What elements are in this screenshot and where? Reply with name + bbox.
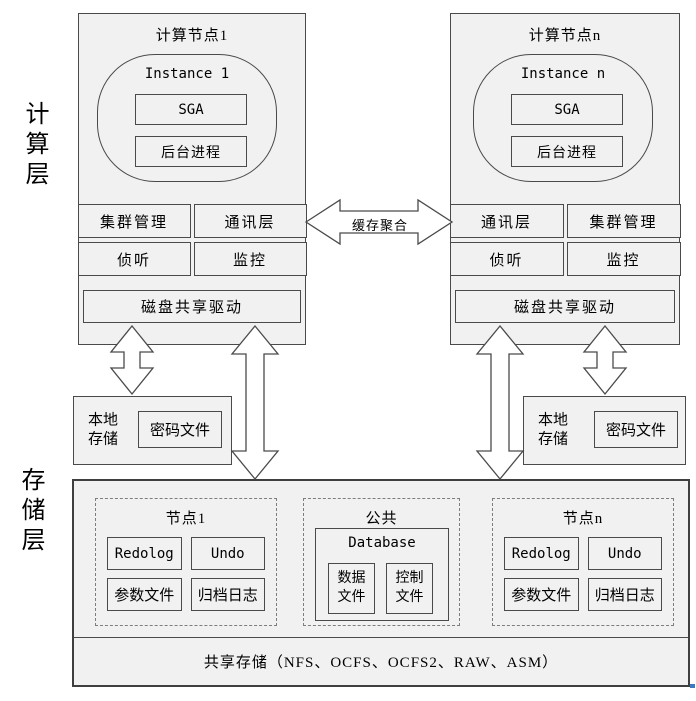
undo-box-n: Undo bbox=[587, 537, 662, 570]
storage-group-node1: 节点1 Redolog Undo 参数文件 归档日志 bbox=[95, 498, 277, 626]
listener-box-n: 侦听 bbox=[449, 242, 564, 276]
cluster-management-box-n: 集群管理 bbox=[566, 204, 681, 238]
compute-node-n-title: 计算节点n bbox=[528, 28, 602, 44]
cluster-management-box-1: 集群管理 bbox=[77, 204, 191, 238]
storage-group-node1-title: 节点1 bbox=[165, 511, 207, 527]
compute-node-n: 计算节点n Instance n SGA 后台进程 通讯层 集群管理 侦听 监控… bbox=[449, 13, 681, 345]
instance-1-label: Instance 1 bbox=[144, 66, 230, 82]
storage-group-node1-grid: Redolog Undo 参数文件 归档日志 bbox=[107, 537, 265, 611]
archive-log-box-1: 归档日志 bbox=[190, 578, 265, 611]
storage-group-common: 公共 Database 数据文件 控制文件 bbox=[303, 498, 460, 626]
password-file-box-1: 密码文件 bbox=[138, 411, 222, 448]
disk-share-driver-box-1: 磁盘共享驱动 bbox=[83, 290, 301, 323]
instance-n-ellipse: Instance n SGA 后台进程 bbox=[473, 54, 653, 182]
local-storage-n: 本地存储 密码文件 bbox=[523, 396, 686, 465]
database-items: 数据文件 控制文件 bbox=[328, 563, 433, 614]
redolog-box-n: Redolog bbox=[504, 537, 579, 570]
data-file-box: 数据文件 bbox=[328, 563, 375, 614]
listener-box-1: 侦听 bbox=[77, 242, 191, 276]
cache-fusion-label: 缓存聚合 bbox=[351, 218, 408, 233]
redolog-box-1: Redolog bbox=[107, 537, 182, 570]
background-process-box-1: 后台进程 bbox=[135, 136, 247, 167]
node-n-service-row-2: 侦听 监控 bbox=[449, 242, 681, 276]
parameter-file-box-n: 参数文件 bbox=[504, 578, 579, 611]
shared-storage-bar: 共享存储（NFS、OCFS、OCFS2、RAW、ASM） bbox=[74, 637, 688, 685]
node-1-service-row-2: 侦听 监控 bbox=[77, 242, 307, 276]
monitor-box-1: 监控 bbox=[193, 242, 307, 276]
noden-storage-layer-double-arrow-icon bbox=[475, 324, 525, 481]
storage-group-common-title: 公共 bbox=[365, 511, 398, 527]
local-storage-1-label: 本地存储 bbox=[88, 412, 119, 448]
sga-box-n: SGA bbox=[511, 94, 623, 125]
cursor-artifact-dot bbox=[690, 684, 695, 688]
instance-1-ellipse: Instance 1 SGA 后台进程 bbox=[97, 54, 277, 182]
storage-group-noden: 节点n Redolog Undo 参数文件 归档日志 bbox=[492, 498, 674, 626]
storage-layer-label: 存储层 bbox=[17, 467, 43, 557]
monitor-box-n: 监控 bbox=[566, 242, 681, 276]
storage-group-noden-title: 节点n bbox=[562, 511, 604, 527]
communication-layer-box-n: 通讯层 bbox=[449, 204, 564, 238]
instance-n-label: Instance n bbox=[520, 66, 606, 82]
local-storage-n-label: 本地存储 bbox=[538, 412, 569, 448]
disk-share-driver-box-n: 磁盘共享驱动 bbox=[455, 290, 675, 323]
archive-log-box-n: 归档日志 bbox=[587, 578, 662, 611]
compute-node-1: 计算节点1 Instance 1 SGA 后台进程 集群管理 通讯层 侦听 监控… bbox=[77, 13, 307, 345]
parameter-file-box-1: 参数文件 bbox=[107, 578, 182, 611]
undo-box-1: Undo bbox=[190, 537, 265, 570]
database-title: Database bbox=[348, 535, 416, 551]
storage-group-noden-grid: Redolog Undo 参数文件 归档日志 bbox=[504, 537, 662, 611]
database-box: Database 数据文件 控制文件 bbox=[315, 528, 449, 621]
local-storage-1: 本地存储 密码文件 bbox=[73, 396, 232, 465]
storage-layer-box: 节点1 Redolog Undo 参数文件 归档日志 公共 Database 数… bbox=[72, 479, 690, 687]
node-1-service-row-1: 集群管理 通讯层 bbox=[77, 204, 307, 238]
node1-storage-layer-double-arrow-icon bbox=[230, 324, 280, 481]
password-file-box-n: 密码文件 bbox=[594, 411, 678, 448]
communication-layer-box-1: 通讯层 bbox=[193, 204, 307, 238]
background-process-box-n: 后台进程 bbox=[511, 136, 623, 167]
control-file-box: 控制文件 bbox=[386, 563, 433, 614]
compute-node-1-title: 计算节点1 bbox=[155, 28, 229, 44]
sga-box-1: SGA bbox=[135, 94, 247, 125]
compute-layer-label: 计算层 bbox=[21, 101, 47, 191]
node-n-service-row-1: 通讯层 集群管理 bbox=[449, 204, 681, 238]
